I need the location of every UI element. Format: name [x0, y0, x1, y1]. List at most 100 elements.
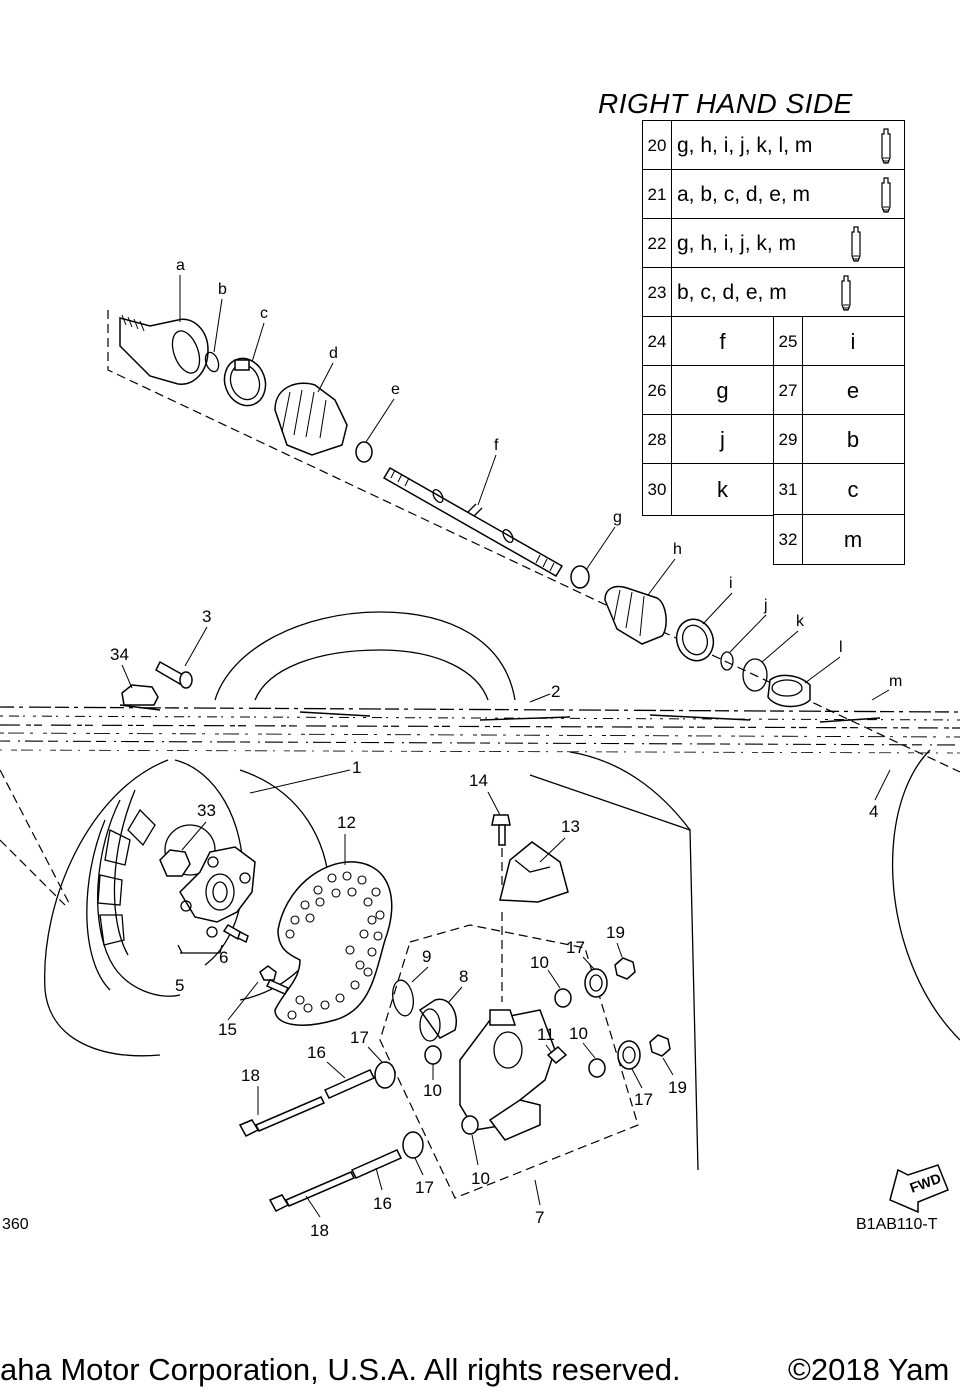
- kit-no: 32: [774, 515, 803, 564]
- shaft-f: [382, 466, 564, 578]
- kit-parts: g, h, i, j, k, l, m: [677, 133, 813, 157]
- callout-18a: 18: [241, 1066, 260, 1085]
- callout-19b: 19: [668, 1078, 687, 1097]
- kit-row-27: 27 e: [773, 365, 905, 416]
- letter-d: d: [329, 345, 338, 362]
- boot-h: [604, 585, 667, 645]
- copyright-year: ©2018 Yam: [788, 1352, 950, 1387]
- ring-k: [742, 658, 768, 692]
- kit-row-24: 24 f: [642, 316, 775, 367]
- kit-parts: g, h, i, j, k, m: [677, 231, 797, 255]
- grease-tube-icon: [841, 275, 851, 311]
- kit-row-25: 25 i: [773, 316, 905, 367]
- callout-10b: 10: [569, 1024, 588, 1043]
- callout-9: 9: [422, 947, 431, 966]
- callout-5: 5: [175, 976, 184, 995]
- letter-a: a: [176, 257, 185, 274]
- kit-no: 23: [643, 268, 672, 317]
- kit-row-21: 21 a, b, c, d, e, m: [642, 169, 905, 220]
- kit-parts: e: [846, 377, 860, 403]
- page-title: RIGHT HAND SIDE: [598, 88, 853, 119]
- disc-bolt: [259, 965, 290, 995]
- kit-row-32: 32 m: [773, 514, 905, 565]
- band-e: [355, 441, 373, 463]
- knuckle-box: [379, 774, 699, 1199]
- callout-33: 33: [197, 801, 216, 820]
- circlip-b: [204, 351, 220, 373]
- hub-nut: [121, 684, 159, 706]
- spacers-17: [374, 968, 641, 1159]
- callout-15: 15: [218, 1020, 237, 1039]
- copyright-notice: aha Motor Corporation, U.S.A. All rights…: [0, 1352, 681, 1387]
- kit-row-23: 23 b, c, d, e, m: [642, 267, 905, 318]
- wheel-bearing: [418, 998, 457, 1042]
- kit-parts: a, b, c, d, e, m: [677, 182, 811, 206]
- bushings-10: [424, 988, 606, 1135]
- letter-l: l: [839, 639, 843, 656]
- kit-parts: f: [719, 328, 726, 354]
- kit-no: 21: [643, 170, 672, 219]
- kit-parts: i: [850, 328, 856, 354]
- kit-no: 30: [643, 464, 672, 515]
- band-g: [570, 565, 590, 589]
- grease-nipple: [546, 1045, 568, 1065]
- grease-tube-icon: [881, 177, 891, 213]
- kit-parts: b, c, d, e, m: [677, 280, 787, 304]
- callout-18b: 18: [310, 1221, 329, 1240]
- callout-16b: 16: [373, 1194, 392, 1213]
- kit-row-26: 26 g: [642, 365, 775, 416]
- brake-hose-bracket: [499, 841, 569, 903]
- bolts-18: [238, 1096, 356, 1212]
- callout-3: 3: [202, 607, 211, 626]
- callout-2: 2: [551, 682, 560, 701]
- callout-10a: 10: [530, 953, 549, 972]
- letter-labels: a b c d e f g h i j k l m: [176, 257, 902, 701]
- kit-no: 28: [643, 415, 672, 464]
- kit-row-22: 22 g, h, i, j, k, m: [642, 218, 905, 269]
- circlip-9: [392, 979, 414, 1017]
- steering-knuckle: [459, 1009, 556, 1141]
- callout-4: 4: [869, 802, 878, 821]
- kit-row-20: 20 g, h, i, j, k, l, m: [642, 120, 905, 171]
- callout-16a: 16: [307, 1043, 326, 1062]
- hub-bolt: [222, 924, 249, 944]
- kit-row-31: 31 c: [773, 463, 905, 516]
- kit-parts: c: [847, 476, 859, 502]
- grease-tube-icon: [881, 128, 891, 164]
- kit-no: 22: [643, 219, 672, 268]
- figure-code-left: 360: [2, 1216, 29, 1233]
- callout-10d: 10: [471, 1169, 490, 1188]
- letter-h: h: [673, 541, 682, 558]
- kit-no: 20: [643, 121, 672, 170]
- callout-7: 7: [535, 1208, 544, 1227]
- kit-row-29: 29 b: [773, 414, 905, 465]
- letter-b: b: [218, 281, 227, 298]
- joint-l: [767, 674, 811, 708]
- callout-8: 8: [459, 967, 468, 986]
- callout-14: 14: [469, 771, 488, 790]
- wheel-hub: [179, 846, 256, 938]
- callout-17d: 17: [634, 1090, 653, 1109]
- callout-1: 1: [352, 758, 361, 777]
- kit-no: 25: [774, 317, 803, 366]
- callout-34: 34: [110, 645, 129, 664]
- scan-artifact-band: [0, 704, 960, 754]
- callout-numbers: 1 2 3 4 5 6 7 8 9 10 10 10 10 11 12 13 1…: [110, 607, 891, 1240]
- axle-nut: [159, 849, 191, 877]
- circlip-j: [720, 651, 734, 671]
- kit-parts: b: [846, 426, 860, 452]
- letter-i: i: [729, 575, 733, 592]
- letter-k: k: [796, 613, 805, 630]
- callout-17a: 17: [350, 1028, 369, 1047]
- kit-no: 31: [774, 464, 803, 515]
- figure-code-right: B1AB110-T: [856, 1216, 938, 1233]
- band-c: [223, 357, 267, 407]
- wheel-rim: [97, 789, 216, 997]
- kit-no: 26: [643, 366, 672, 415]
- kit-no: 29: [774, 415, 803, 464]
- kit-row-30: 30 k: [642, 463, 775, 516]
- letter-c: c: [260, 305, 268, 322]
- callout-10c: 10: [423, 1081, 442, 1100]
- callout-19a: 19: [606, 923, 625, 942]
